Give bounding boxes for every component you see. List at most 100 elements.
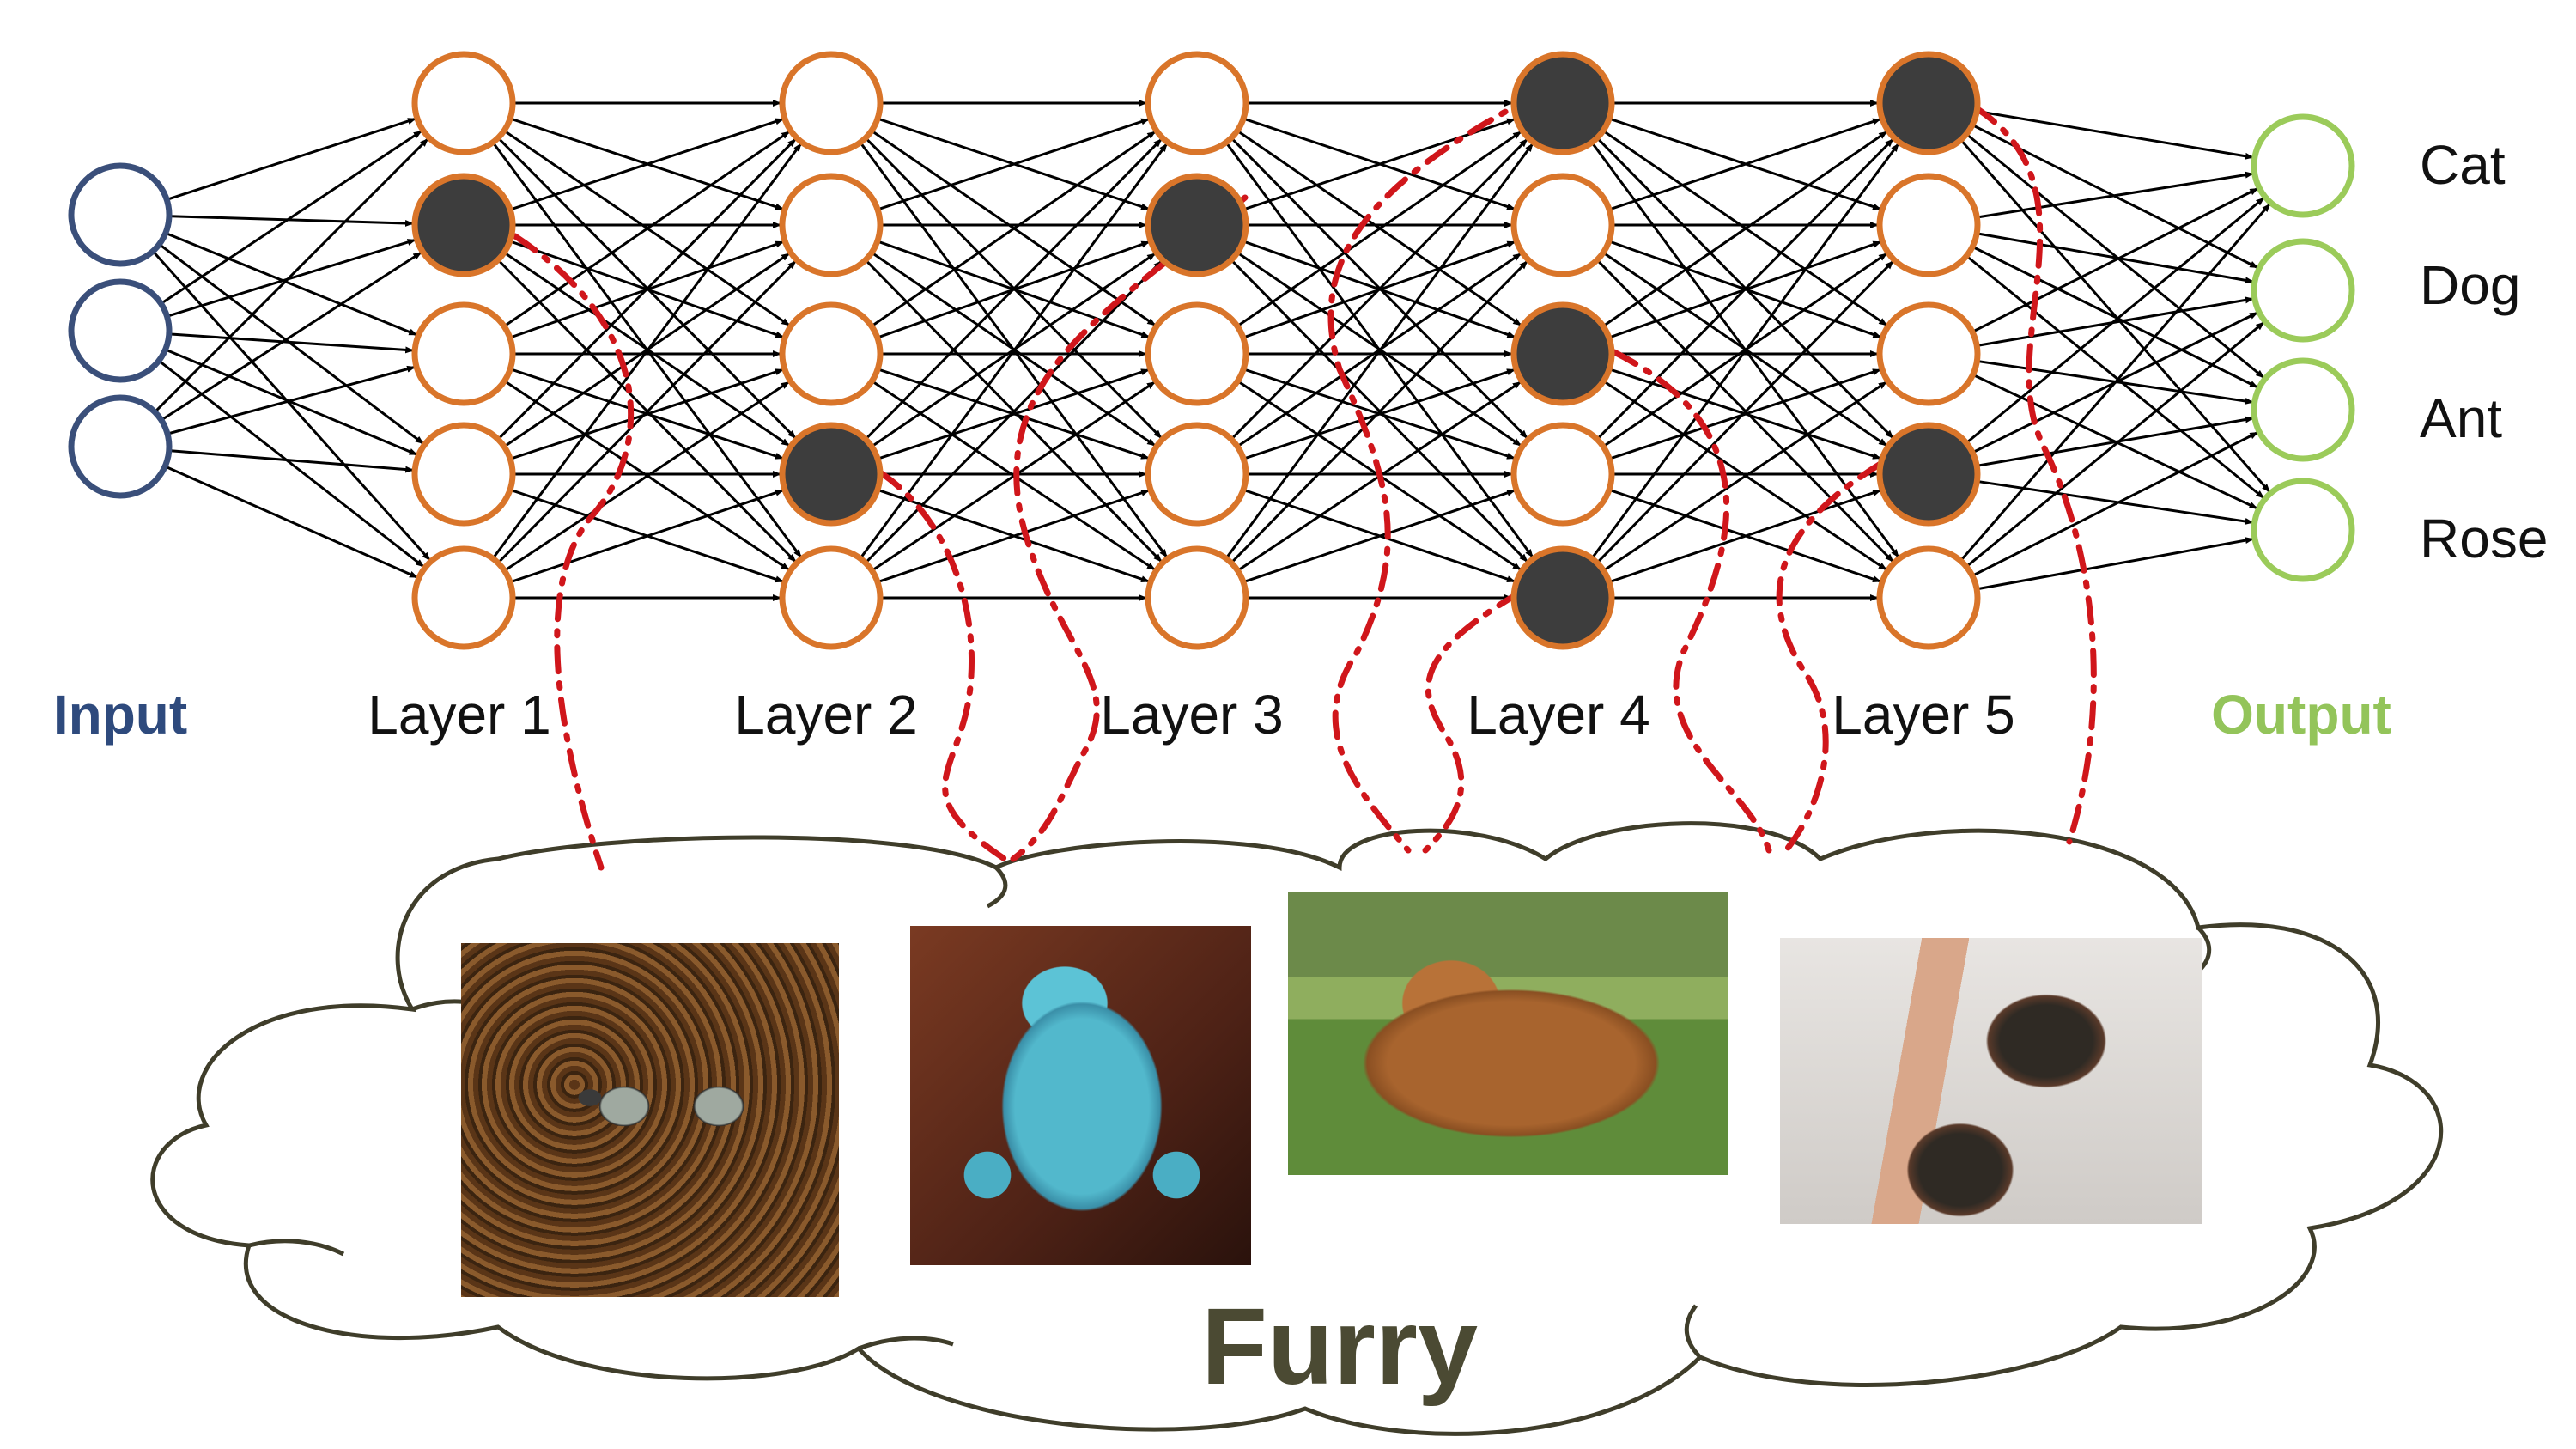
concept-link-5 [1422, 589, 1523, 854]
output-class-ant: Ant [2420, 387, 2503, 449]
network-edge [511, 489, 785, 583]
network-edge [1604, 381, 1887, 571]
layer-2-node-5 [779, 545, 884, 650]
network-edge [170, 332, 415, 354]
layer-5-node-3 [1876, 301, 1981, 406]
layer-3-node-1 [1145, 51, 1249, 155]
concept-link-3 [1010, 194, 1249, 862]
cloud-fold [248, 1239, 345, 1257]
network-edge [1973, 431, 2259, 576]
network-edge [1978, 296, 2254, 347]
network-edge [860, 143, 1169, 558]
network-edge [878, 118, 1150, 210]
network-edge [1978, 416, 2254, 467]
output-class-cat: Cat [2420, 134, 2506, 196]
layer-1-node-4 [411, 422, 516, 527]
network-edge [511, 118, 784, 210]
network-edge [161, 251, 422, 421]
network-nodes [68, 51, 2355, 650]
layer-4-node-3-active [1510, 301, 1615, 406]
network-edge [1978, 171, 2254, 219]
network-edge [1978, 110, 2254, 160]
concept-link-2 [877, 469, 1008, 862]
layer-3-node-2-active [1145, 173, 1249, 277]
input-node-1 [68, 162, 173, 267]
network-edge [170, 215, 415, 227]
layer-1-label: Layer 1 [368, 684, 551, 746]
blue-plush-monster-photo [910, 926, 1251, 1265]
network-edge [159, 361, 425, 568]
concept-link-7 [1776, 460, 1884, 854]
network-edge [155, 137, 429, 412]
network-edge [866, 137, 1163, 440]
network-edge [878, 489, 1151, 583]
input-node-2 [68, 278, 173, 383]
network-edge [1973, 246, 2258, 389]
concept-label-furry: Furry [1200, 1286, 1479, 1407]
network-edge [492, 143, 803, 558]
network-edge [504, 131, 791, 326]
network-edge [1231, 137, 1528, 440]
network-edge [1960, 203, 2271, 561]
network-edge [1966, 321, 2265, 567]
input-node-3 [68, 394, 173, 499]
layer-1-node-5 [411, 545, 516, 650]
layer-5-node-1-active [1876, 51, 1981, 155]
output-node-2 [2251, 238, 2355, 343]
concept-links [512, 91, 2097, 871]
network-edge [511, 368, 784, 460]
output-node-3 [2251, 357, 2355, 462]
network-edge [1610, 118, 1881, 210]
layer-3-label: Layer 3 [1100, 684, 1284, 746]
layer-4-label: Layer 4 [1467, 684, 1650, 746]
layer-2-node-4-active [779, 422, 884, 527]
network-edge [1978, 537, 2254, 590]
network-edge [878, 368, 1150, 460]
highland-cow-photo [1288, 892, 1728, 1175]
network-edge [161, 130, 422, 304]
network-edge [153, 251, 431, 562]
network-edge [872, 131, 1157, 326]
input-label: Input [52, 684, 188, 746]
cloud-fold [858, 1336, 954, 1351]
layer-2-node-3 [779, 301, 884, 406]
network-edge [1244, 368, 1516, 460]
network-edge [1597, 137, 1894, 440]
layer-3-node-3 [1145, 301, 1249, 406]
layer-1-node-1 [411, 51, 516, 155]
cloud-fold [986, 866, 1008, 909]
concept-link-4 [1327, 91, 1540, 854]
network-edge [166, 349, 418, 456]
concept-link-6 [1611, 349, 1772, 854]
network-edge [168, 365, 416, 435]
network-edge [1966, 256, 2265, 499]
network-edge [167, 238, 416, 318]
layer-2-node-1 [779, 51, 884, 155]
network-edge [160, 244, 424, 445]
network-edge [866, 260, 1163, 563]
network-edge [498, 259, 797, 563]
network-edge [1978, 232, 2254, 284]
layer-4-node-5-active [1510, 545, 1615, 650]
layer-1-node-2-active [411, 173, 516, 277]
layer-1-node-3 [411, 301, 516, 406]
network-edge [167, 117, 416, 201]
network-edge [1597, 260, 1894, 563]
layer-4-node-2 [1510, 173, 1615, 277]
network-edge [170, 449, 415, 473]
network-edge [1603, 131, 1888, 326]
layer-5-node-5 [1876, 545, 1981, 650]
network-edge [1610, 489, 1882, 583]
layer-5-label: Layer 5 [1832, 684, 2015, 746]
layer-3-node-5 [1145, 545, 1249, 650]
layer-4-node-4 [1510, 422, 1615, 527]
network-edge [1973, 187, 2259, 332]
network-edge [1966, 197, 2265, 443]
network-edge [1244, 489, 1516, 583]
output-node-1 [2251, 113, 2355, 218]
output-class-rose: Rose [2420, 508, 2549, 569]
curly-hair-sunglasses-photo [461, 943, 839, 1297]
layer-2-label: Layer 2 [734, 684, 918, 746]
network-edge [1237, 131, 1522, 326]
network-edge [498, 137, 797, 440]
